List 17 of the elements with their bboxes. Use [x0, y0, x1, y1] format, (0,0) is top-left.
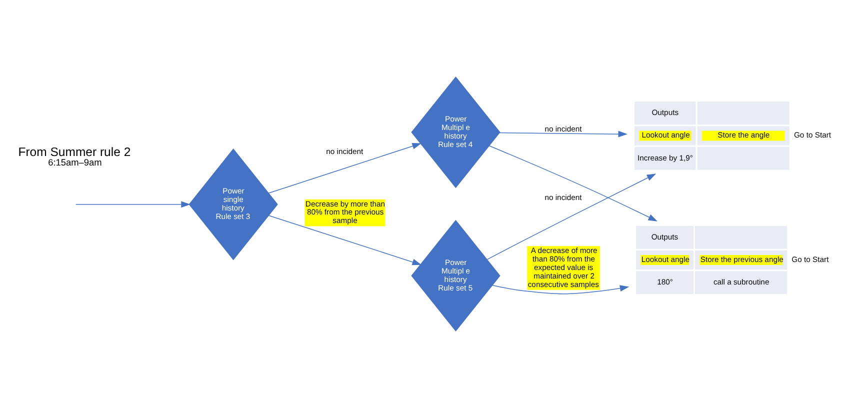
edge-label: A decrease of more than 80% from the expected value is maintained over 2 consecutive samples	[528, 246, 599, 288]
arrow	[486, 173, 656, 260]
arrow	[488, 144, 658, 221]
arrow	[268, 214, 422, 265]
node-label: Go to Start	[792, 254, 829, 264]
edge-label: no incident	[544, 124, 582, 134]
node-diamond: Power single history Rule set 3	[188, 148, 278, 260]
label: 6:15am–9am	[48, 157, 102, 168]
edge-label: no incident	[544, 192, 582, 202]
edge-label: no incident	[326, 146, 364, 156]
arrow	[268, 142, 422, 193]
arrow	[499, 130, 628, 137]
arrow	[75, 200, 190, 208]
label: From Summer rule 2	[18, 144, 131, 158]
edge-label: Decrease by more than 80% from the previous sample	[305, 198, 386, 225]
arrow	[492, 284, 630, 294]
node-label: Go to Start	[794, 130, 832, 140]
